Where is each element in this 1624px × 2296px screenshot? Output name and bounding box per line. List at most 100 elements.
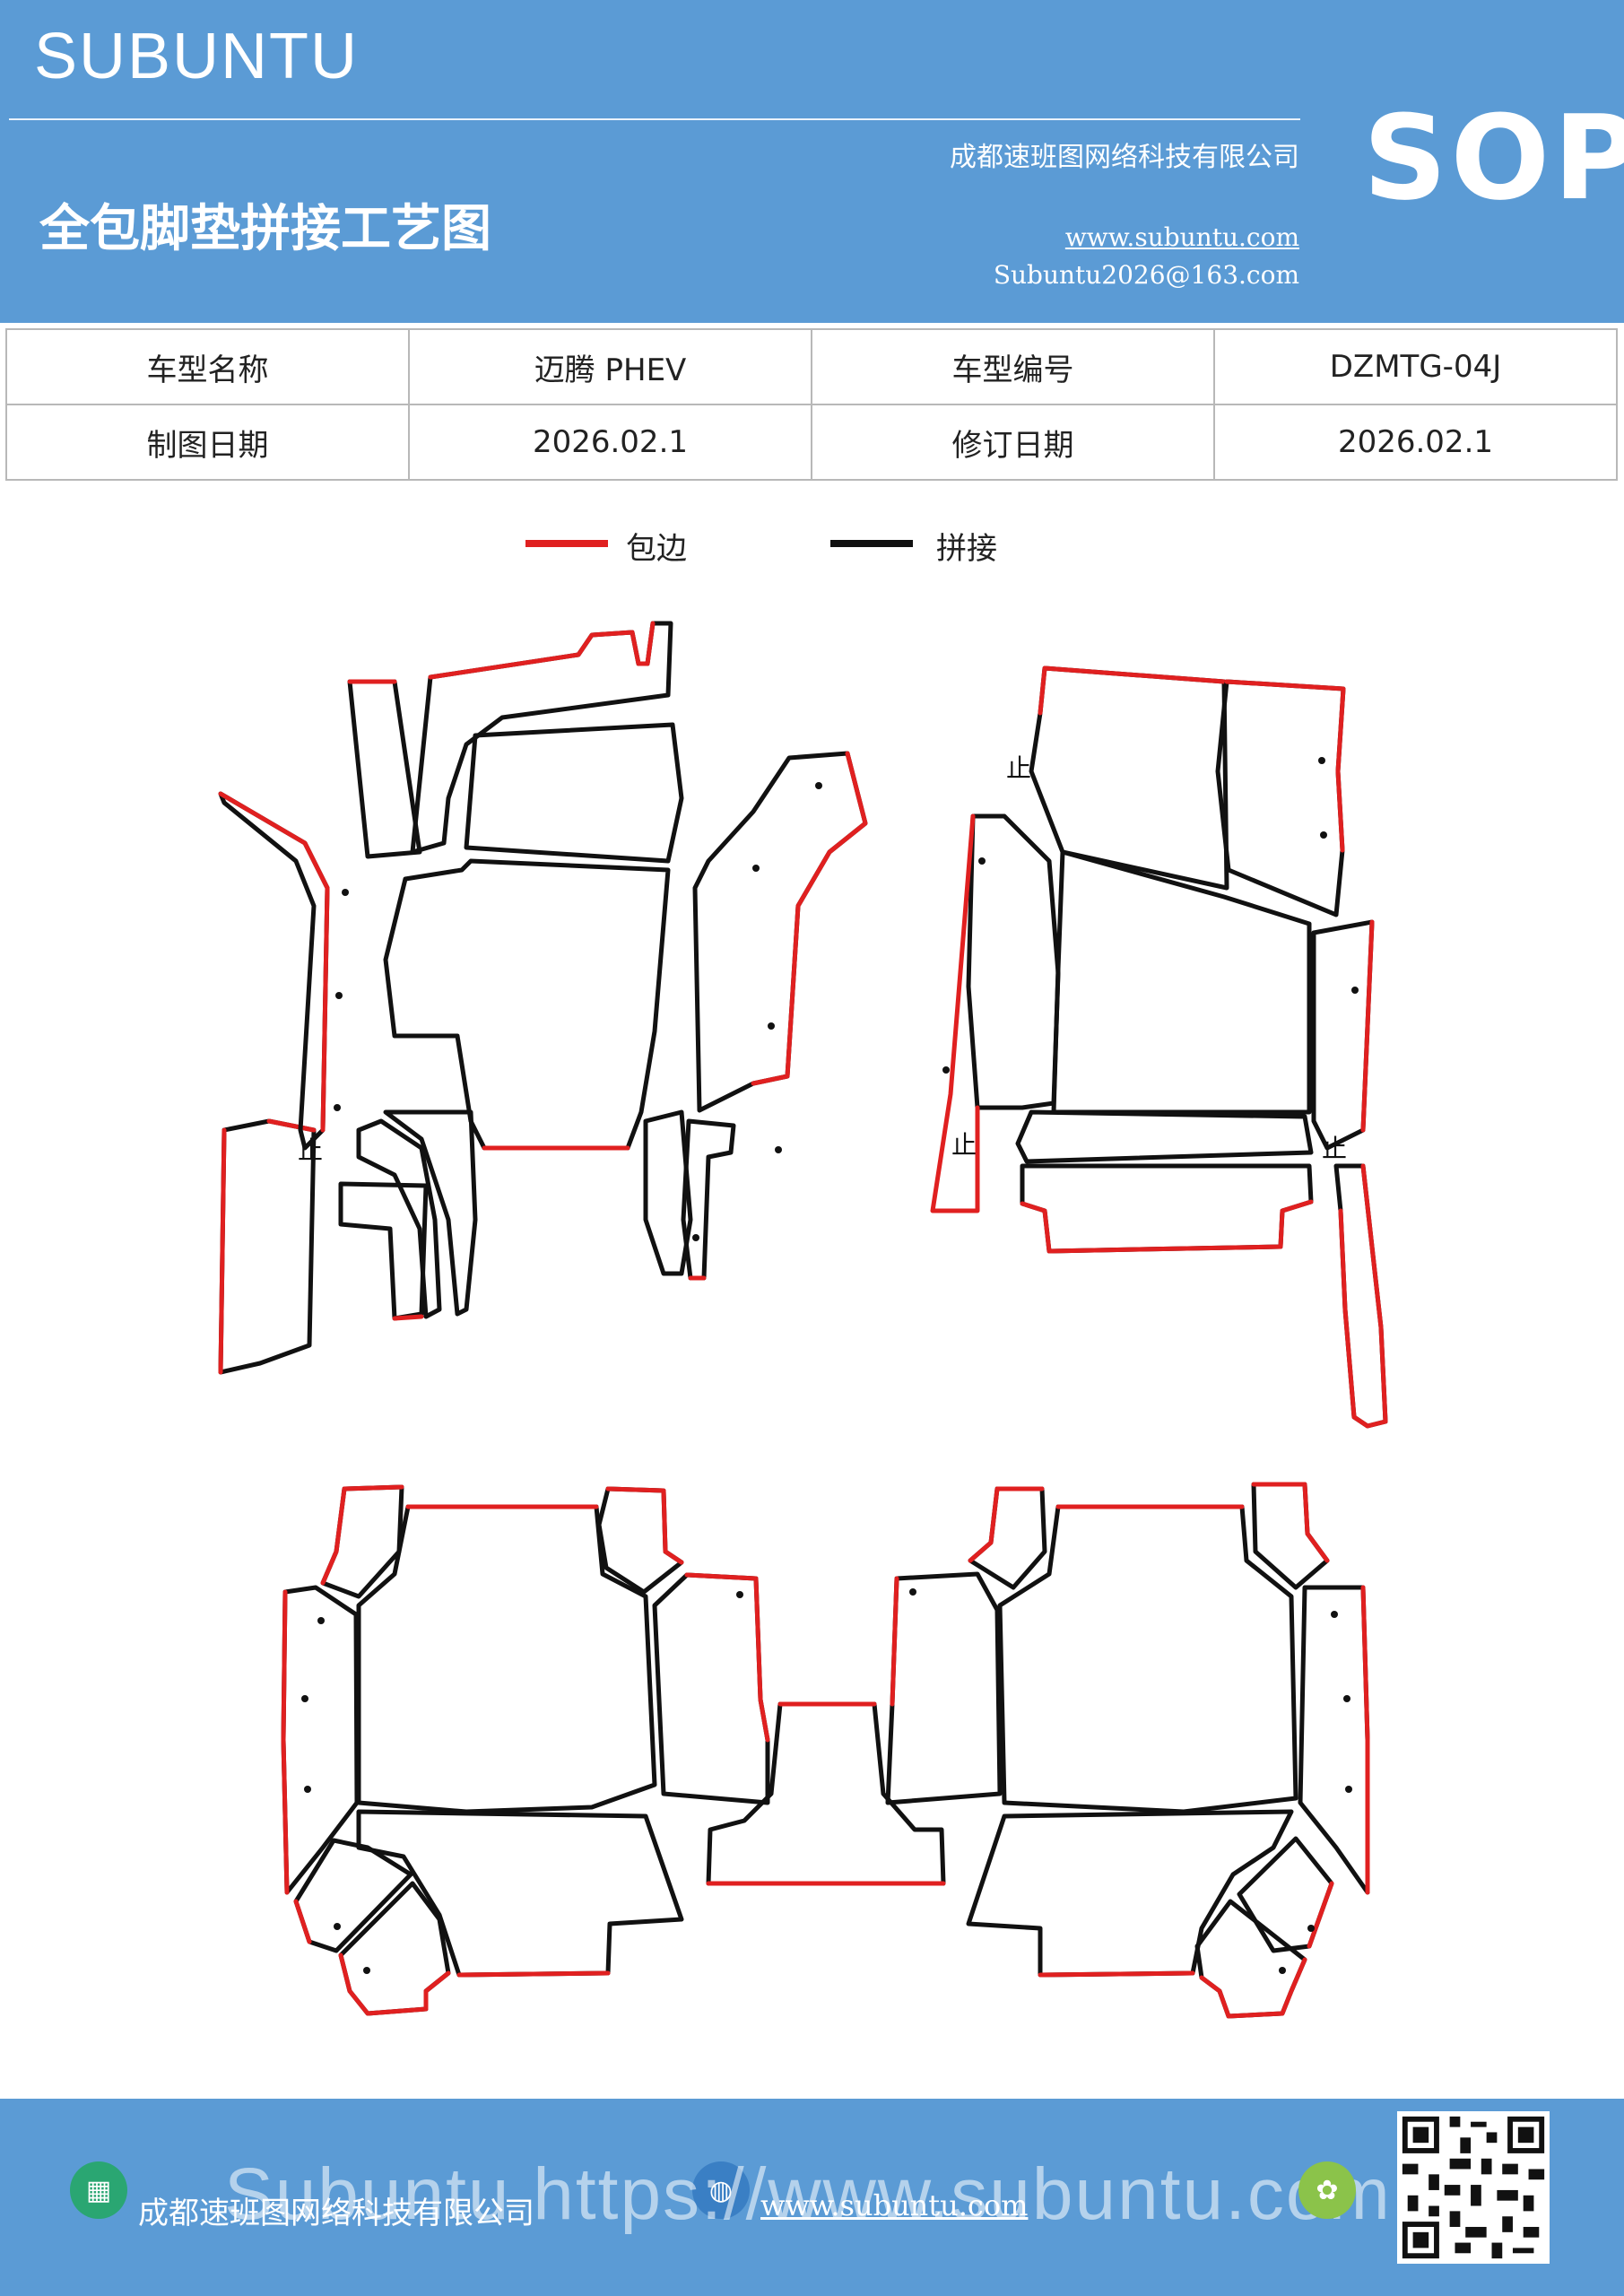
snap-dot — [317, 1617, 325, 1624]
table-cell: 车型编号 — [811, 328, 1215, 405]
snap-dot — [1279, 1967, 1286, 1974]
mat-piece — [1051, 849, 1312, 1115]
mat-piece-edge — [1199, 1957, 1307, 2019]
mat-piece-edge — [1307, 1881, 1334, 1949]
snap-dot — [363, 1967, 370, 1974]
snap-dot — [1331, 1611, 1338, 1618]
table-cell: 修订日期 — [811, 404, 1215, 481]
footer-website-link[interactable]: www.subuntu.com — [760, 2188, 1029, 2222]
building-icon: ▦ — [70, 2161, 127, 2219]
mat-piece — [643, 1109, 693, 1276]
snap-dot — [1351, 987, 1359, 994]
mat-piece-edge — [1020, 1199, 1314, 1254]
mat-piece — [1015, 1109, 1314, 1164]
mat-piece-edge — [428, 621, 656, 680]
mat-piece — [692, 751, 868, 1113]
snap-dot — [736, 1591, 743, 1598]
mat-piece-edge — [890, 1576, 899, 1707]
mat-piece-edge — [320, 1484, 404, 1586]
mat-piece — [1237, 1836, 1334, 1953]
table-row: 车型名称 迈腾 PHEV 车型编号 DZMTG-04J — [5, 328, 1618, 405]
mat-piece-edge — [1251, 1482, 1330, 1563]
mat-piece-edge — [968, 1486, 1045, 1563]
footer-banner: ▦ 成都速班图网络科技有限公司 ◍ www.subuntu.com Subunt… — [0, 2099, 1624, 2296]
front-left-mat-group — [218, 621, 868, 1375]
mat-piece — [885, 1571, 1003, 1805]
mat-piece — [356, 1118, 442, 1319]
mat-piece-edge — [218, 791, 330, 1133]
table-cell: 2026.02.1 — [408, 404, 812, 481]
snap-dot — [775, 1146, 782, 1153]
snap-dot — [335, 992, 343, 999]
snap-dot — [752, 865, 760, 872]
snap-dot — [304, 1786, 311, 1793]
legend-label-binding: 包边 — [626, 531, 687, 567]
company-name: 成都速班图网络科技有限公司 — [950, 142, 1299, 173]
footer-company-name: 成都速班图网络科技有限公司 — [138, 2196, 534, 2231]
header-banner: SUBUNTU 全包脚垫拼接工艺图 成都速班图网络科技有限公司 www.subu… — [0, 0, 1624, 323]
stop-marker: 止 — [1006, 753, 1031, 783]
mat-piece-edge — [1360, 1585, 1370, 1895]
wechat-icon: ✿ — [1298, 2161, 1356, 2219]
table-cell: 迈腾 PHEV — [408, 328, 812, 405]
mat-piece-edge — [218, 1118, 317, 1375]
snap-dot — [334, 1923, 341, 1930]
mat-piece-edge — [1360, 919, 1375, 1133]
snap-dot — [692, 1234, 699, 1241]
mat-piece — [383, 858, 671, 1151]
stop-marker: 止 — [1322, 1134, 1347, 1163]
table-cell: 2026.02.1 — [1213, 404, 1618, 481]
mat-piece — [997, 1504, 1298, 1814]
snap-dot — [815, 782, 822, 789]
globe-icon: ◍ — [692, 2161, 750, 2219]
table-cell: DZMTG-04J — [1213, 328, 1618, 405]
mat-piece-edge — [281, 1589, 290, 1895]
legend: 包边 拼接 — [0, 520, 1624, 574]
mat-piece — [218, 791, 330, 1151]
table-row: 制图日期 2026.02.1 修订日期 2026.02.1 — [5, 404, 1618, 481]
mat-piece-edge — [930, 813, 980, 1213]
snap-dot — [301, 1695, 308, 1702]
mat-piece — [347, 679, 422, 859]
snap-dot — [978, 857, 986, 865]
mat-piece — [281, 1585, 360, 1895]
front-right-mat-group — [930, 665, 1388, 1429]
mat-piece-edge — [456, 1970, 611, 1978]
snap-dot — [334, 1104, 341, 1111]
mat-piece — [1215, 679, 1346, 918]
mat-piece — [383, 1109, 478, 1317]
email-address: Subuntu2026@163.com — [993, 260, 1299, 290]
document-title: 全包脚垫拼接工艺图 — [39, 199, 491, 258]
mat-piece-edge — [706, 1701, 946, 1886]
mat-piece-edge — [293, 1899, 312, 1944]
mat-piece-edge — [1338, 1163, 1388, 1429]
header-divider — [9, 118, 1300, 120]
snap-dot — [1320, 831, 1327, 839]
snap-dot — [1343, 1695, 1350, 1702]
stop-marker: 止 — [951, 1130, 977, 1160]
mat-piece-edge — [392, 1314, 424, 1321]
legend-swatch-seam — [830, 540, 913, 547]
snap-dot — [1307, 1925, 1315, 1932]
mat-piece — [968, 1486, 1047, 1590]
table-cell: 车型名称 — [5, 328, 410, 405]
mat-piece-edge — [1224, 679, 1346, 853]
mat-piece — [338, 1181, 429, 1321]
snap-dot — [342, 889, 349, 896]
legend-label-seam: 拼接 — [936, 531, 997, 567]
mat-piece-edge — [338, 1952, 451, 2016]
mat-piece-edge — [605, 1486, 684, 1565]
table-cell: 制图日期 — [5, 404, 410, 481]
mat-piece — [1298, 1585, 1370, 1895]
mat-piece-edge — [751, 751, 868, 1086]
qr-code-icon — [1397, 2111, 1550, 2264]
mat-piece — [1251, 1482, 1330, 1590]
mat-piece — [356, 1504, 657, 1814]
website-link[interactable]: www.subuntu.com — [1064, 222, 1299, 252]
rear-left-mat-group — [281, 1484, 770, 2016]
mat-piece — [1020, 1163, 1314, 1254]
rear-right-mat-group — [885, 1482, 1370, 2019]
snap-dot — [768, 1022, 775, 1030]
center-hump-piece — [706, 1701, 946, 1886]
mat-piece — [356, 1809, 684, 1978]
